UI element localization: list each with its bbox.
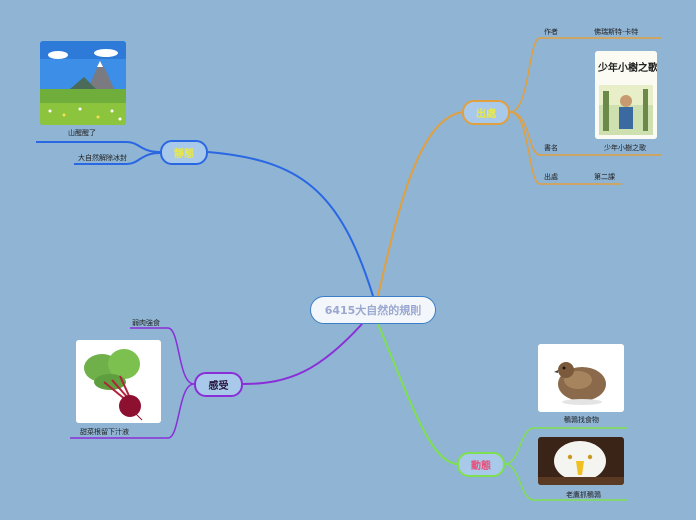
label-author-key: 作者 (544, 28, 558, 36)
topic-ganshou-label: 感受 (208, 381, 229, 392)
label-mountain-awake: 山醒醒了 (68, 129, 96, 137)
topic-source-label: 出處 (476, 109, 496, 120)
label-eagle-quail: 老鷹抓鵪鶉 (566, 491, 601, 499)
central-topic-label: 6415大自然的規則 (324, 304, 422, 317)
topic-jingtai-label: 靜態 (174, 149, 194, 160)
topic-jingtai[interactable]: 靜態 (160, 140, 208, 165)
label-title-value: 少年小樹之歌 (604, 144, 646, 152)
topic-dongtai-label: 動態 (471, 461, 491, 472)
topic-source[interactable]: 出處 (462, 100, 510, 125)
topic-dongtai[interactable]: 動態 (457, 452, 505, 477)
book-cover-title: 少年小樹之歌 (598, 63, 657, 74)
bald-eagle-photo (538, 437, 624, 485)
label-nature-unfreeze: 大自然解除冰封 (78, 154, 127, 162)
label-quail-food: 鵪鶉找食物 (564, 416, 599, 424)
central-topic[interactable]: 6415大自然的規則 (310, 296, 436, 324)
book-cover-image: 少年小樹之歌 (595, 51, 657, 139)
label-beet-juice: 甜菜根留下汁液 (80, 428, 129, 436)
label-title-key: 書名 (544, 144, 558, 152)
label-source-value: 第二課 (594, 173, 615, 181)
alpine-meadow-photo (40, 41, 126, 125)
topic-ganshou[interactable]: 感受 (194, 372, 243, 397)
quail-photo (538, 344, 624, 412)
label-survival: 弱肉強食 (132, 319, 160, 327)
label-author-value: 佛瑞斯特·卡特 (594, 28, 639, 36)
label-source-key: 出處 (544, 173, 558, 181)
beetroot-photo (76, 340, 161, 423)
